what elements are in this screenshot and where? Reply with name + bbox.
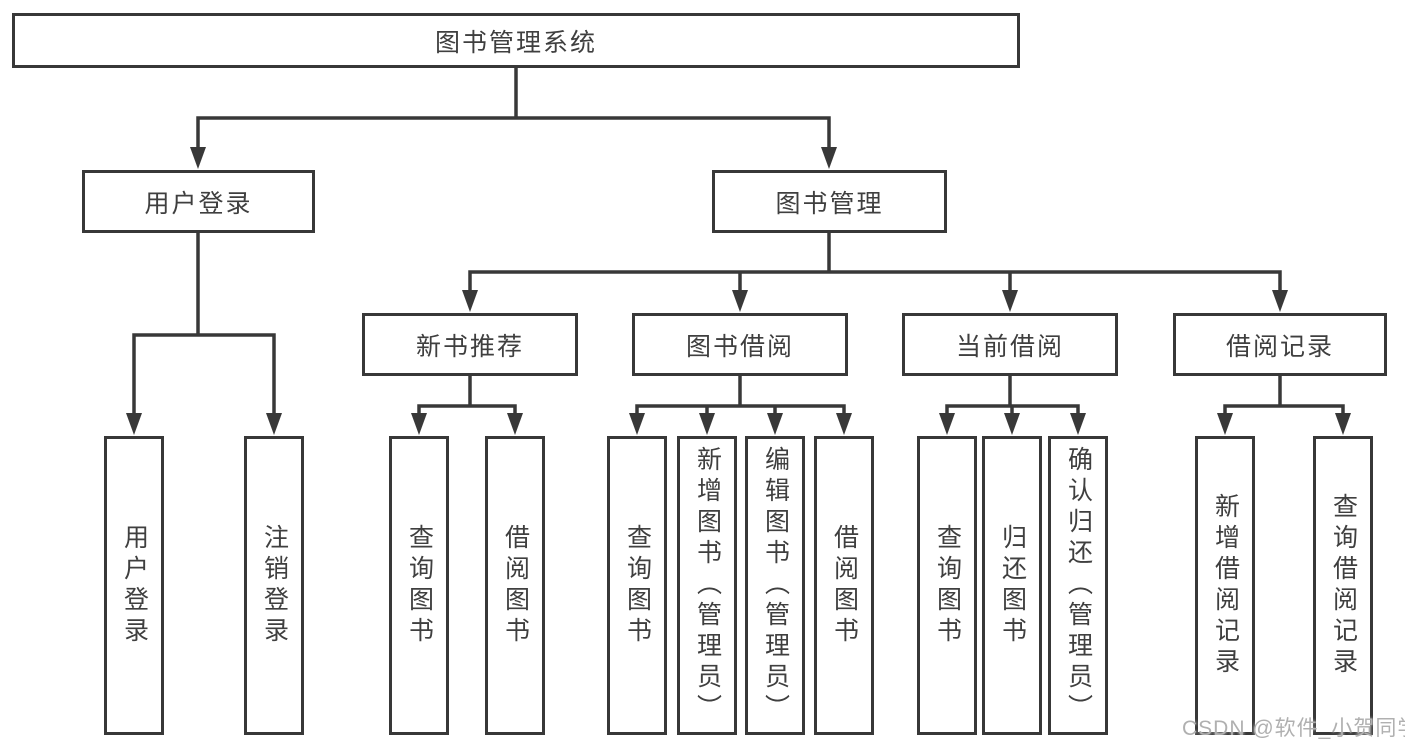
node-root-label: 图书管理系统: [434, 28, 597, 57]
node-current-borrowing: 当前借阅: [902, 313, 1118, 376]
node-book-management: 图书管理: [712, 170, 947, 233]
leaf-query-books-2-label: 查询图书: [623, 523, 652, 648]
node-book-borrowing: 图书借阅: [632, 313, 848, 376]
node-user-login: 用户登录: [82, 170, 315, 233]
leaf-return-books-label: 归还图书: [998, 523, 1027, 648]
leaf-logout: 注销登录: [244, 436, 304, 735]
leaf-query-books-3: 查询图书: [917, 436, 977, 735]
node-current-borrowing-label: 当前借阅: [955, 332, 1064, 361]
node-borrow-records-label: 借阅记录: [1225, 332, 1334, 361]
node-book-borrowing-label: 图书借阅: [685, 332, 794, 361]
node-borrow-records: 借阅记录: [1173, 313, 1387, 376]
leaf-query-borrow-record: 查询借阅记录: [1313, 436, 1373, 735]
leaf-borrow-books-2: 借阅图书: [814, 436, 874, 735]
leaf-user-login-label: 用户登录: [120, 523, 149, 648]
leaf-return-books: 归还图书: [982, 436, 1042, 735]
node-new-book-recommend: 新书推荐: [362, 313, 578, 376]
leaf-confirm-return-admin-label: 确认归还（管理员）: [1064, 446, 1093, 725]
node-user-login-label: 用户登录: [144, 189, 253, 218]
leaf-query-books-1-label: 查询图书: [405, 523, 434, 648]
leaf-add-books-admin: 新增图书（管理员）: [677, 436, 737, 735]
node-book-management-label: 图书管理: [775, 189, 884, 218]
leaf-add-borrow-record: 新增借阅记录: [1195, 436, 1255, 735]
leaf-borrow-books-2-label: 借阅图书: [830, 523, 859, 648]
leaf-query-books-3-label: 查询图书: [933, 523, 962, 648]
leaf-user-login: 用户登录: [104, 436, 164, 735]
node-new-book-recommend-label: 新书推荐: [415, 332, 524, 361]
leaf-borrow-books-1-label: 借阅图书: [501, 523, 530, 648]
leaf-add-borrow-record-label: 新增借阅记录: [1211, 492, 1240, 679]
node-root: 图书管理系统: [12, 13, 1020, 68]
leaf-query-borrow-record-label: 查询借阅记录: [1329, 492, 1358, 679]
leaf-confirm-return-admin: 确认归还（管理员）: [1048, 436, 1108, 735]
leaf-edit-books-admin: 编辑图书（管理员）: [745, 436, 805, 735]
csdn-watermark: CSDN @软件_小贺同学: [1182, 717, 1405, 740]
leaf-query-books-1: 查询图书: [389, 436, 449, 735]
leaf-logout-label: 注销登录: [260, 523, 289, 648]
leaf-query-books-2: 查询图书: [607, 436, 667, 735]
leaf-borrow-books-1: 借阅图书: [485, 436, 545, 735]
leaf-add-books-admin-label: 新增图书（管理员）: [693, 446, 722, 725]
leaf-edit-books-admin-label: 编辑图书（管理员）: [761, 446, 790, 725]
